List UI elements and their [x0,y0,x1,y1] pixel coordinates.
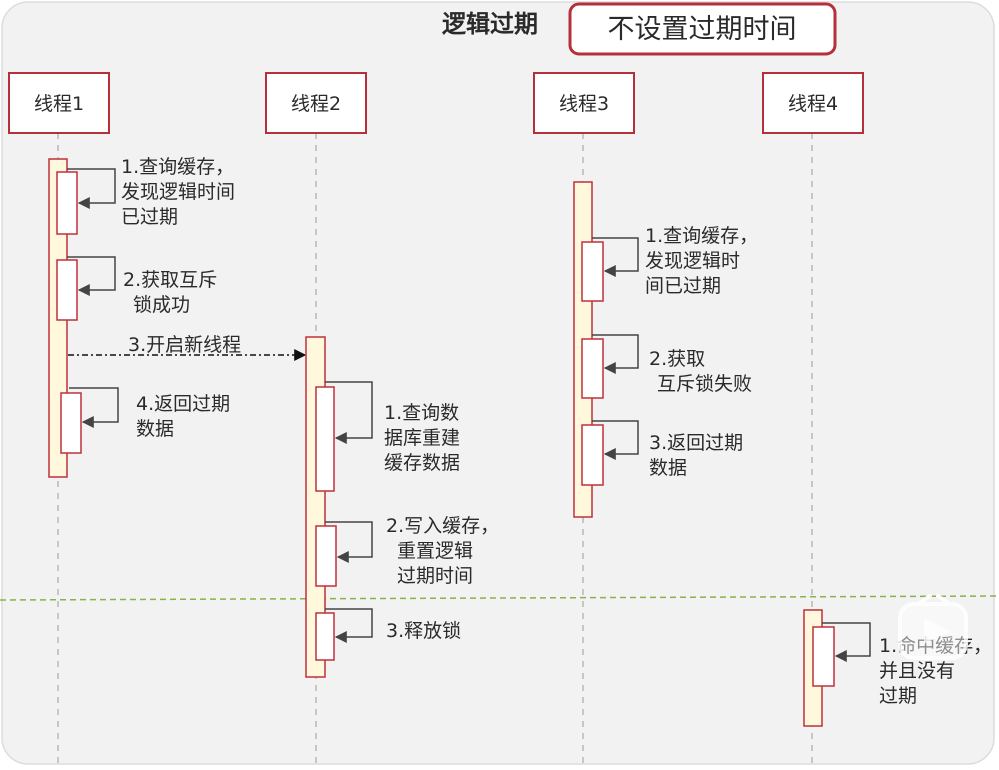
thread2-step3-self-arrow [325,608,373,643]
thread3-step1-label: 1.查询缓存， 发现逻辑时 间已过期 [645,225,764,297]
thread3-step1-activation [581,241,604,302]
thread1-step4-self-arrow [69,387,119,428]
thread4-step1-label: 1.命中缓存， 并且没有 过期 [879,635,998,707]
thread1-step1-self-arrow [67,168,116,209]
thread3-step3-label: 3.返回过期 数据 [649,432,749,479]
thread1-step1-activation [56,171,78,235]
thread3-step2-activation [581,338,604,399]
video-play-overlay[interactable] [898,594,968,660]
thread3-step3-self-arrow [592,420,639,460]
no-expire-badge [568,2,837,56]
thread2-step1-label: 1.查询数 据库重建 缓存数据 [384,402,466,474]
thread1-step2-self-arrow [67,256,116,296]
thread1-step4-activation [60,392,82,454]
thread2-step1-self-arrow [325,381,373,444]
thread1-step4-label: 4.返回过期 数据 [136,393,236,440]
timeline-divider [0,595,999,601]
thread4-step1-activation [812,626,835,687]
thread4-label: 线程4 [788,93,838,115]
no-expire-badge-text: 不设置过期时间 [608,14,797,45]
thread1-label: 线程1 [34,93,84,115]
thread1-step1-label: 1.查询缓存， 发现逻辑时间 已过期 [121,156,241,228]
thread2-step2-self-arrow [325,521,373,563]
thread2-step3-activation [315,612,335,661]
thread3-step2-label: 2.获取 互斥锁失败 [649,348,752,395]
thread2-header: 线程2 [265,72,367,134]
thread4-header: 线程4 [762,72,864,134]
thread3-step2-self-arrow [592,334,639,374]
play-icon [924,618,950,644]
thread1-step3-label: 3.开启新线程 [128,334,241,356]
thread1-step2-activation [56,259,78,321]
thread2-step3-label: 3.释放锁 [386,620,461,642]
diagram-title: 逻辑过期 [442,10,538,38]
thread2-label: 线程2 [291,93,341,115]
thread3-step1-self-arrow [592,237,639,277]
thread2-step2-label: 2.写入缓存， 重置逻辑 过期时间 [386,515,505,587]
thread1-step2-label: 2.获取互斥 锁成功 [123,269,223,316]
thread1-header: 线程1 [8,72,110,134]
thread3-header: 线程3 [533,72,635,134]
thread3-label: 线程3 [559,93,609,115]
thread4-step1-self-arrow [822,622,871,662]
thread2-step2-activation [315,525,337,587]
thread3-step3-activation [581,424,604,486]
thread2-step1-activation [315,386,335,492]
